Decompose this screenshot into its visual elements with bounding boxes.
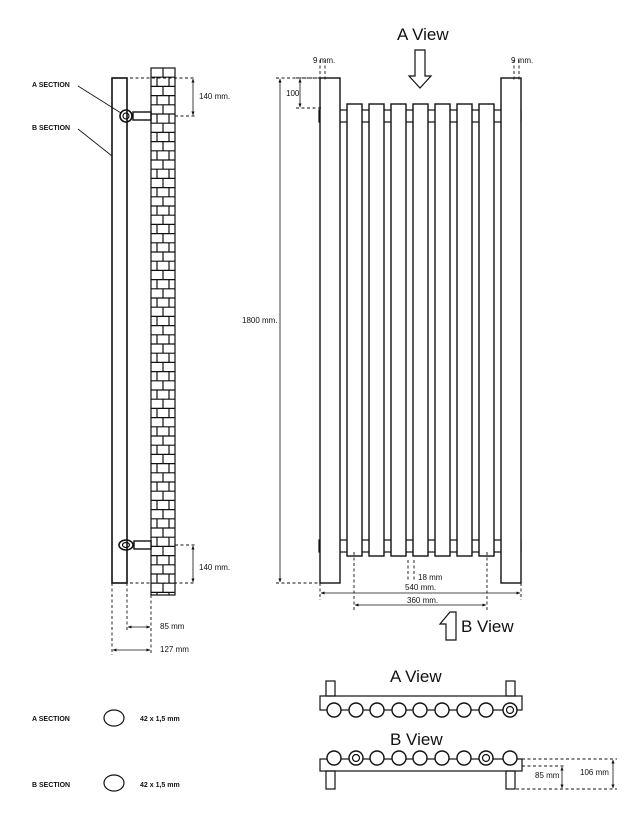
a-view-bottom: A View	[319, 667, 523, 718]
tube-circle	[391, 702, 407, 718]
a-view-arrow	[407, 49, 433, 89]
tube-circle	[434, 750, 450, 766]
total-height-label: 1800 mm.	[242, 316, 278, 325]
total-width-label: 540 mm.	[405, 583, 436, 592]
tube-circle	[412, 750, 428, 766]
brick-wall	[150, 67, 176, 596]
legend-a-size: 42 x 1,5 mm	[140, 716, 180, 723]
tube-circle	[326, 750, 342, 766]
b-view-tube-circles	[326, 750, 518, 766]
a-section-label: A SECTION	[32, 82, 70, 89]
tube-circle	[502, 750, 518, 766]
depth-127-label: 127 mm	[160, 645, 189, 654]
legend-b-size: 42 x 1,5 mm	[140, 782, 180, 789]
b-view-title: B View	[461, 617, 514, 636]
tube-circle	[456, 750, 472, 766]
inner-column	[368, 103, 385, 557]
side-view: A SECTION B SECTION 140 mm. 140 mm. 85 m…	[32, 67, 230, 655]
b-view-bottom: B View 85 mm 106 mm	[319, 730, 617, 790]
a-view-bottom-title: A View	[390, 667, 442, 686]
tube-circle	[434, 702, 450, 718]
top-offset-label: 140 mm.	[199, 92, 230, 101]
a-section-pipe-top	[119, 109, 133, 123]
inner-column	[434, 103, 451, 557]
bottom-bracket	[133, 540, 152, 550]
tube-circle	[348, 702, 364, 718]
legend-b-label: B SECTION	[32, 782, 70, 789]
b-view-arrow	[438, 611, 457, 641]
tube-circle	[326, 702, 342, 718]
legend-a-circle-icon	[103, 709, 125, 727]
tube-circle	[369, 702, 385, 718]
pipe-bottom	[118, 539, 134, 551]
top-bracket	[132, 111, 152, 121]
outer-column-left	[319, 77, 341, 584]
legend-b-circle-icon	[103, 774, 125, 792]
side-gap-left-label: 9 mm.	[313, 56, 335, 65]
inner-column	[390, 103, 407, 557]
side-tube	[111, 77, 128, 584]
b-view-bottom-title: B View	[390, 730, 443, 749]
inner-column	[478, 103, 495, 557]
tube-circle	[391, 750, 407, 766]
tube-circle	[478, 750, 494, 766]
bottom-offset-label: 140 mm.	[199, 563, 230, 572]
inner-column	[456, 103, 473, 557]
tube-circle	[502, 702, 518, 718]
inner-column	[346, 103, 363, 557]
inner-column	[412, 103, 429, 557]
side-gap-right-label: 9 mm.	[511, 56, 533, 65]
tube-circle	[478, 702, 494, 718]
a-view-tube-circles	[326, 702, 518, 718]
tube-circle-inner	[351, 753, 361, 763]
collector-height-label: 100	[286, 89, 300, 98]
depth-85-label: 85 mm	[160, 622, 185, 631]
b-view-dim-85: 85 mm	[535, 771, 560, 780]
axis-distance-label: 360 mm.	[407, 596, 438, 605]
tube-circle	[348, 750, 364, 766]
b-section-label: B SECTION	[32, 125, 70, 132]
front-tubes	[319, 77, 522, 584]
b-view-dim-106: 106 mm	[580, 768, 609, 777]
section-legend: A SECTION 42 x 1,5 mm B SECTION 42 x 1,5…	[32, 709, 180, 792]
tube-circle	[369, 750, 385, 766]
outer-column-right	[500, 77, 522, 584]
a-view-title: A View	[397, 25, 449, 44]
legend-a-label: A SECTION	[32, 716, 70, 723]
front-view: A View 9 mm. 9 mm. 100 1800 mm. 18 mm 54…	[242, 25, 533, 641]
tube-circle	[456, 702, 472, 718]
tube-circle-inner	[481, 753, 491, 763]
tube-circle	[412, 702, 428, 718]
tube-gap-label: 18 mm	[418, 573, 443, 582]
tube-circle-inner	[505, 705, 515, 715]
